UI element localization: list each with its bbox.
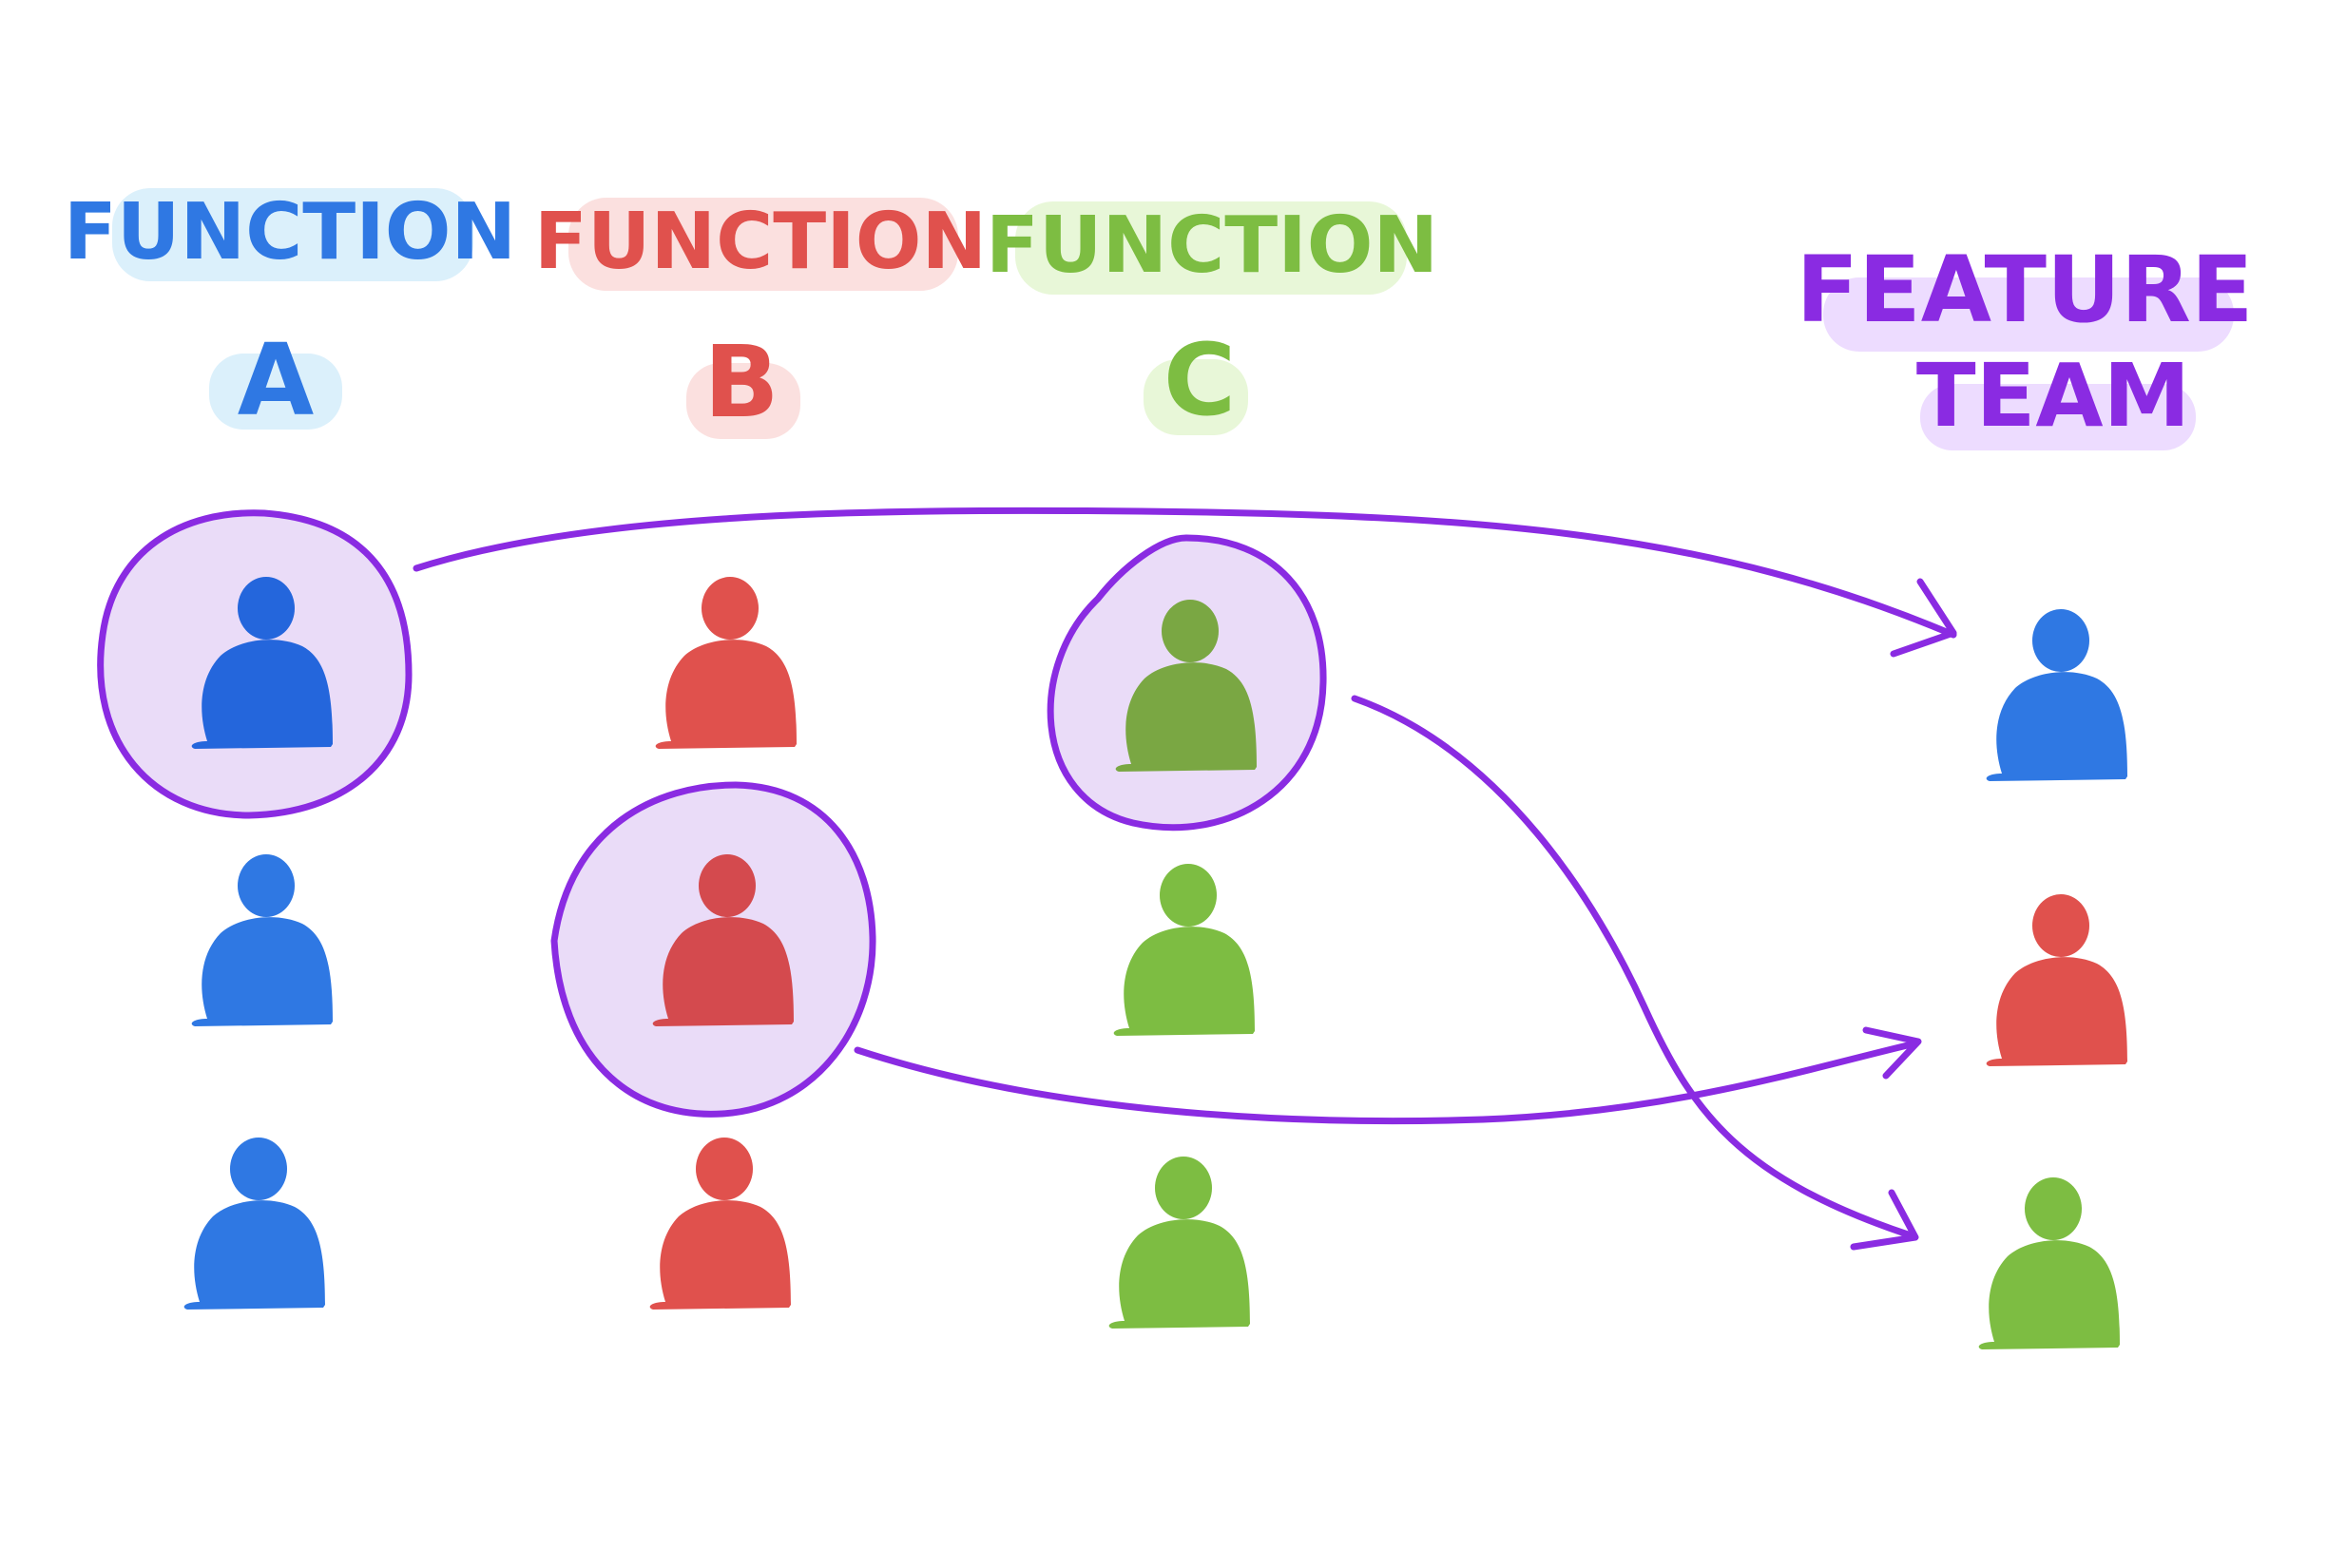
function-letter-c: C [1163,322,1236,438]
function-letter-b: B [703,324,779,440]
arrow-icon [1850,1189,1919,1251]
feature-team-line2: TEAM [1916,345,2190,447]
letter-highlight [686,363,800,439]
function-letter-a: A [238,322,315,438]
label-highlight [112,188,473,281]
arrow-icon [1890,578,1957,658]
person-icon [1113,864,1255,1036]
feature-team-members [1978,609,2127,1349]
arrow-icon [1862,1026,1922,1080]
person-icon [655,577,797,749]
person-icon [183,1138,325,1310]
function-label-c: FUNCTION [986,201,1438,291]
arrow-icon [413,507,1957,639]
label-highlight [568,198,958,291]
feature-team-label: FEATURE TEAM [1797,237,2254,450]
label-highlight [1920,384,2196,450]
column-function-b: FUNCTION B [534,197,987,440]
person-icon [649,1138,791,1310]
column-function-a: FUNCTION A [64,187,516,438]
function-label-a: FUNCTION [64,187,516,277]
label-highlight [1015,201,1407,295]
person-icon [1986,894,2127,1066]
function-label-b: FUNCTION [534,197,987,287]
letter-highlight [1144,359,1248,435]
arrow-icon [854,1040,1919,1125]
arrows [413,507,1957,1251]
person-icon [191,854,333,1026]
function-a-members [183,577,333,1310]
arrow-icon [1351,695,1914,1239]
person-icon [1108,1157,1250,1329]
person-icon [1986,609,2127,781]
column-function-c: FUNCTION C [986,201,1438,438]
person-icon [1978,1177,2120,1349]
letter-highlight [209,354,342,430]
feature-team-line1: FEATURE [1797,237,2254,343]
function-c-members [1108,600,1257,1329]
label-highlight [1823,277,2234,352]
